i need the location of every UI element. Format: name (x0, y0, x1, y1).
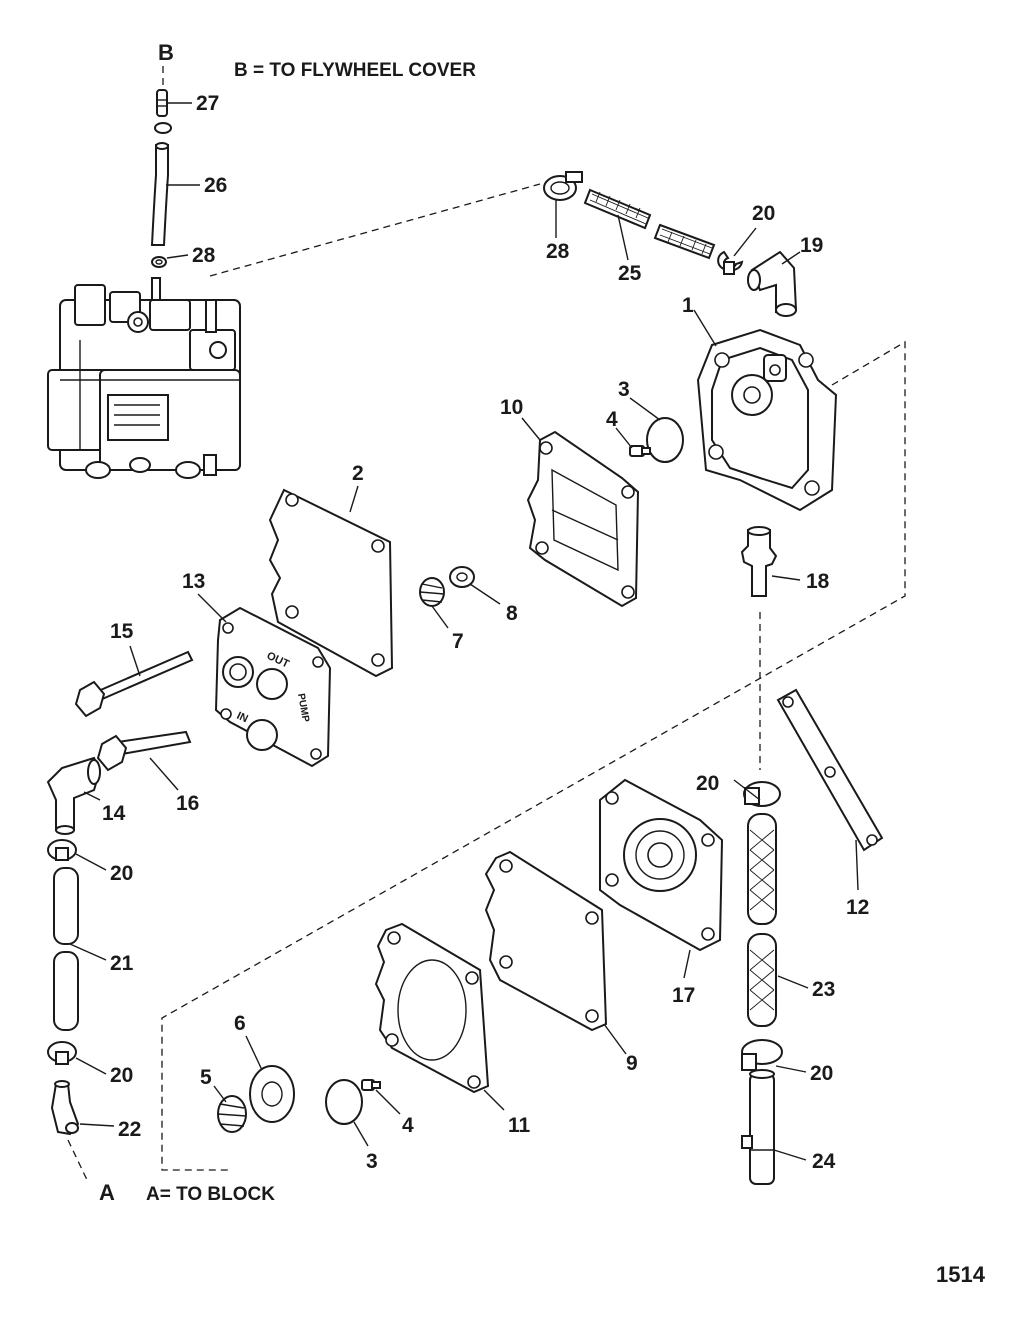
part-16-bolt (96, 730, 192, 772)
part-28-clamp-small (151, 256, 167, 268)
callout-numbers: 27 26 28 28 25 20 19 1 3 4 10 2 13 15 7 … (102, 92, 869, 1173)
part-20-clamp-left-upper (47, 839, 77, 861)
callout-9: 9 (626, 1052, 638, 1075)
part-1-pump-body (696, 328, 838, 512)
callout-6: 6 (234, 1012, 246, 1035)
part-12-bracket (776, 688, 884, 852)
callout-20: 20 (110, 862, 133, 885)
callout-3: 3 (366, 1150, 378, 1173)
figure-number: 1514 (936, 1262, 986, 1287)
callout-27: 27 (196, 92, 219, 115)
callout-4: 4 (402, 1114, 414, 1137)
part-21-hose (53, 867, 79, 1031)
callout-16: 16 (176, 792, 199, 815)
part-20-clamp-upper (717, 250, 744, 275)
part-11-gasket (374, 922, 490, 1094)
callout-28: 28 (546, 240, 570, 263)
part-14-elbow (46, 756, 102, 835)
part-18-fitting (740, 526, 778, 597)
callout-7: 7 (452, 630, 464, 653)
part-23-hose (747, 813, 777, 1027)
part-27-fitting (154, 89, 173, 134)
part-6-check-valve (249, 1065, 295, 1123)
callout-24: 24 (812, 1150, 836, 1173)
part-17-lower-pump-body (599, 778, 724, 952)
b-letter: B (158, 40, 174, 65)
callout-26: 26 (204, 174, 227, 197)
callout-20: 20 (810, 1062, 833, 1085)
callout-8: 8 (506, 602, 518, 625)
callout-14: 14 (102, 802, 126, 825)
part-4-screw-upper (629, 445, 651, 457)
callout-3: 3 (618, 378, 630, 401)
callout-20: 20 (110, 1064, 133, 1087)
callout-4: 4 (606, 408, 618, 431)
a-letter: A (99, 1180, 115, 1205)
part-28-clamp (543, 171, 583, 201)
callout-22: 22 (118, 1118, 141, 1141)
part-7-spring (419, 577, 445, 607)
callout-17: 17 (672, 984, 695, 1007)
part-10-gasket (526, 430, 640, 608)
part-15-bolt (74, 650, 194, 718)
dashed-connection-lines (67, 66, 906, 1183)
callout-2: 2 (352, 462, 364, 485)
part-3-diaphragm-upper (646, 417, 684, 463)
part-13-cover: OUT IN PUMP (214, 606, 332, 768)
part-25-hose (583, 188, 716, 260)
cover-pump-label: PUMP (295, 693, 311, 724)
callout-19: 19 (800, 234, 823, 257)
callout-23: 23 (812, 978, 835, 1001)
b-note: B = TO FLYWHEEL COVER (234, 60, 476, 81)
carburetor-assembly (47, 277, 241, 479)
part-5-spring (217, 1095, 247, 1133)
callout-11: 11 (508, 1114, 531, 1137)
part-19-elbow (747, 250, 798, 317)
part-22-tee-fitting (50, 1080, 80, 1136)
cover-in-label: IN (235, 710, 250, 726)
callout-20: 20 (752, 202, 775, 225)
callout-18: 18 (806, 570, 830, 593)
callout-12: 12 (846, 896, 869, 919)
callout-25: 25 (618, 262, 642, 285)
a-note: A= TO BLOCK (146, 1184, 275, 1205)
part-2-diaphragm (268, 488, 394, 678)
part-20-clamp-right-lower (741, 1039, 783, 1071)
part-9-diaphragm (484, 850, 608, 1032)
callout-15: 15 (110, 620, 134, 643)
callout-10: 10 (500, 396, 523, 419)
part-24-tee-fitting (741, 1069, 775, 1185)
part-20-clamp-left-lower (47, 1041, 77, 1065)
leader-lines (69, 102, 859, 1161)
callout-5: 5 (200, 1066, 212, 1089)
part-4-screw-lower (361, 1079, 381, 1091)
part-20-clamp-right-upper (743, 781, 781, 807)
part-26-hose (150, 142, 169, 246)
callout-21: 21 (110, 952, 134, 975)
callout-20: 20 (696, 772, 719, 795)
callout-28: 28 (192, 244, 216, 267)
part-8-retainer (449, 566, 475, 588)
callout-1: 1 (682, 294, 694, 317)
callout-13: 13 (182, 570, 205, 593)
part-3-diaphragm-lower (325, 1079, 363, 1125)
